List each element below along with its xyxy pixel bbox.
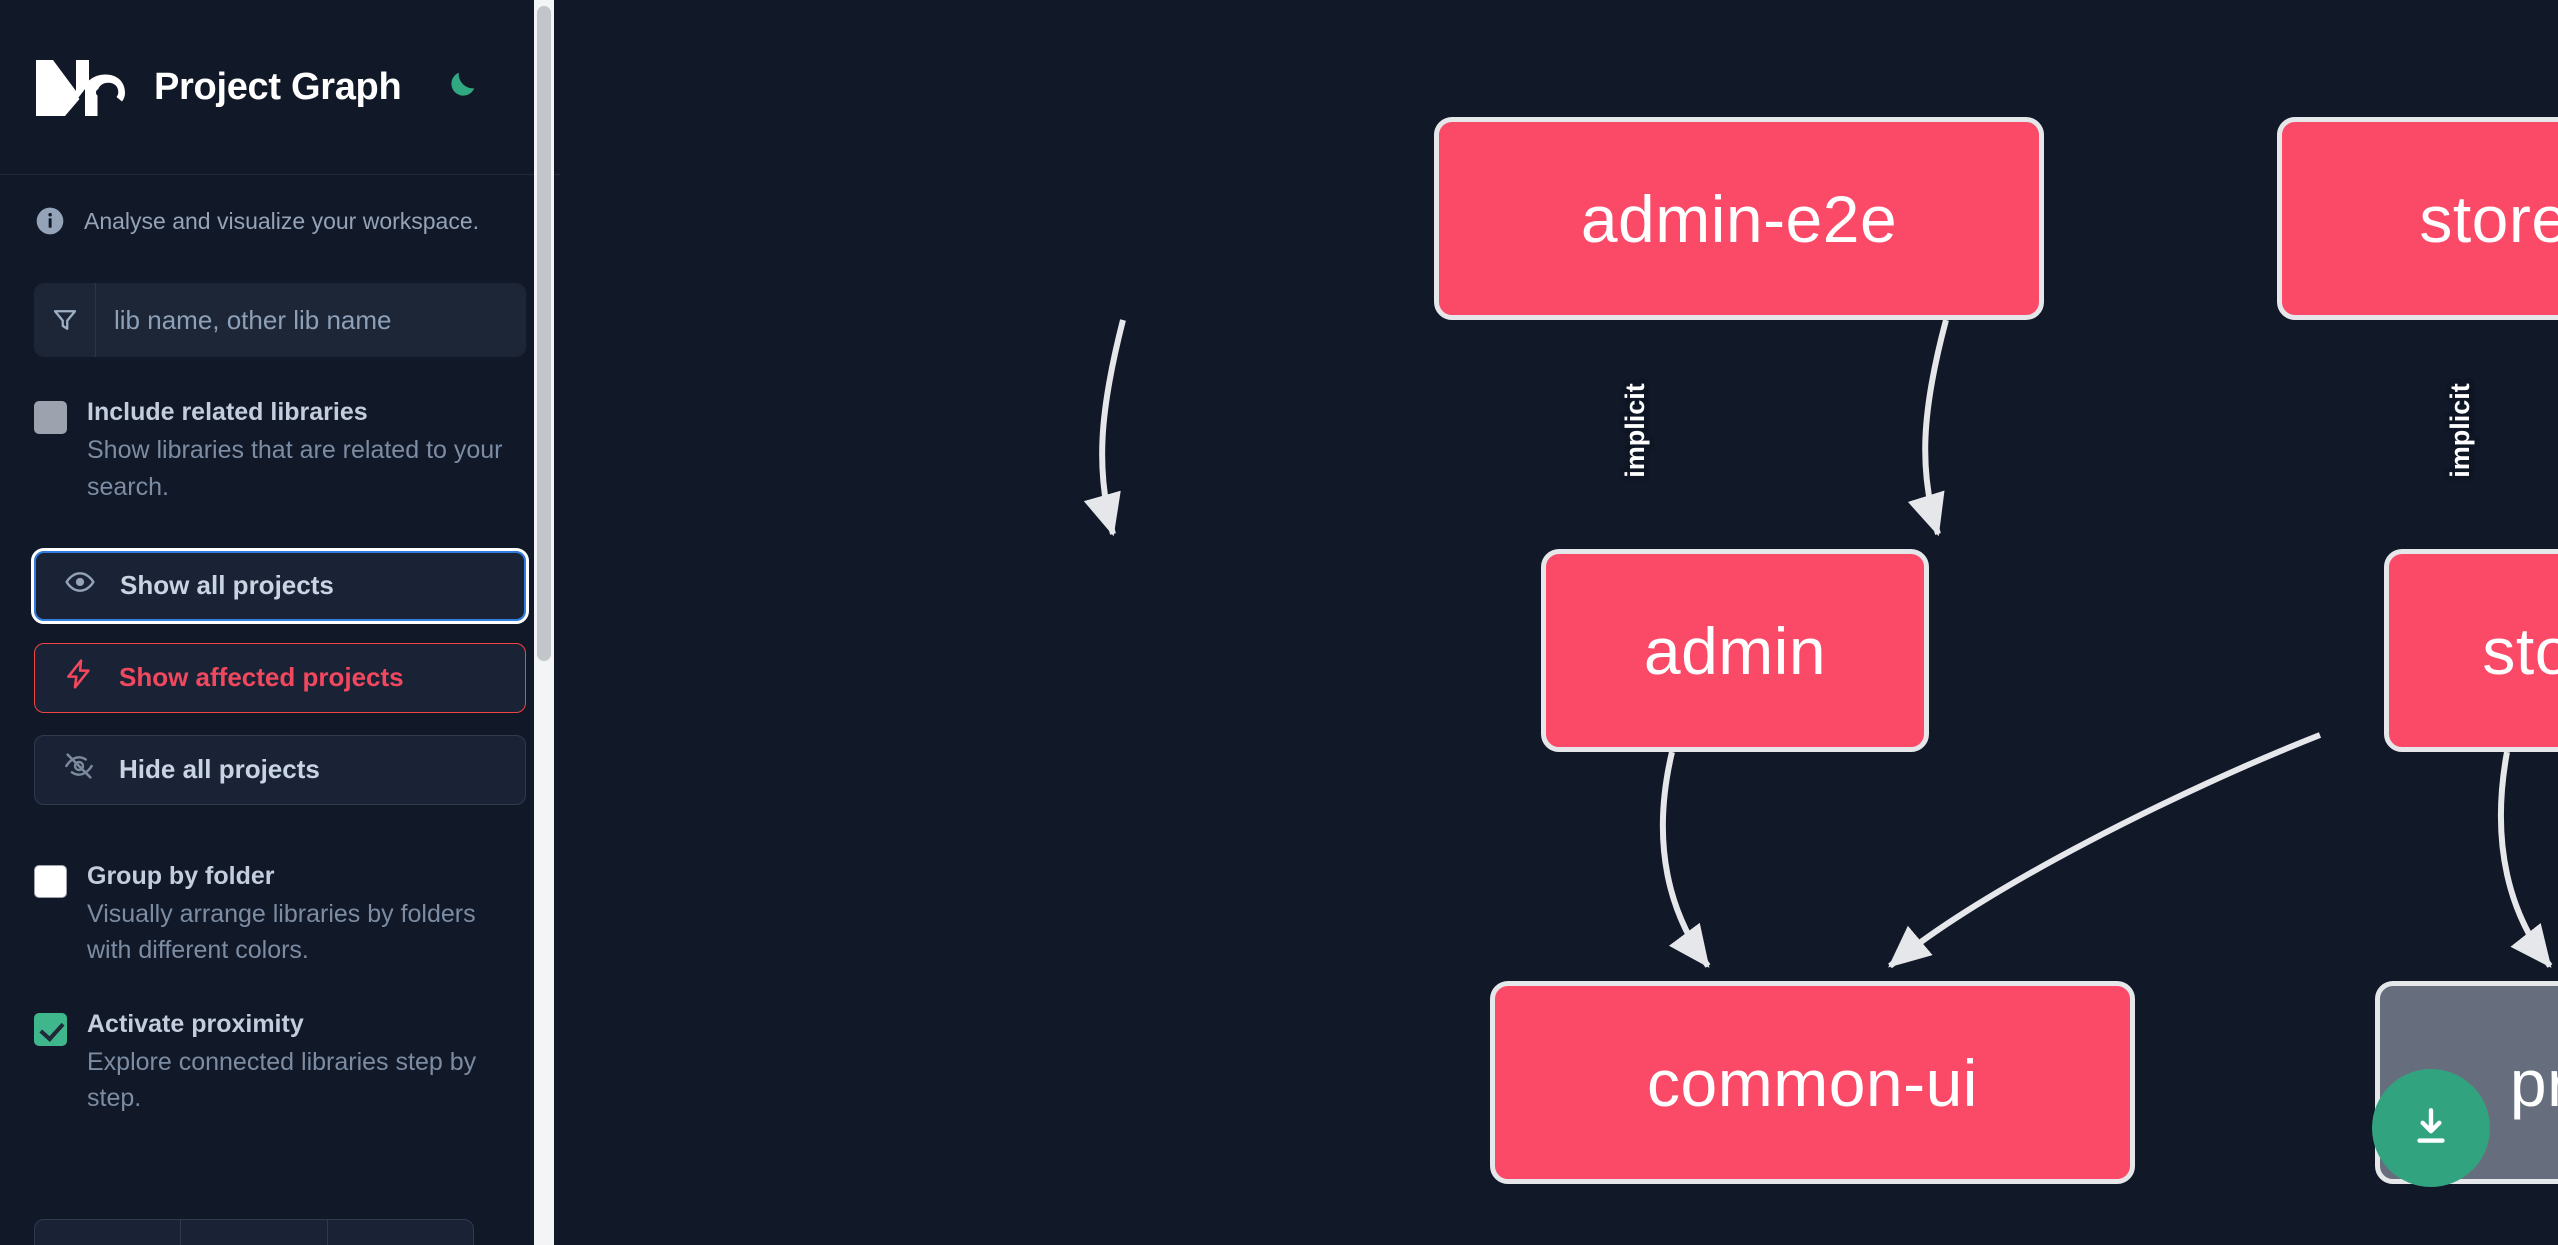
- eye-off-icon: [63, 750, 95, 789]
- node-label: admin-e2e: [1580, 181, 1898, 256]
- sidebar-scrollbar[interactable]: [534, 0, 554, 1245]
- graph-node-admin-e2e[interactable]: admin-e2e: [1434, 117, 2044, 320]
- option-description: Visually arrange libraries by folders wi…: [87, 900, 476, 965]
- node-label: admin: [1643, 613, 1827, 688]
- sidebar-header: Project Graph: [0, 0, 560, 175]
- sidebar-body: Include related libraries Show libraries…: [0, 237, 560, 1116]
- option-description: Explore connected libraries step by step…: [87, 1047, 477, 1112]
- sidebar-scrollbar-thumb[interactable]: [537, 6, 551, 661]
- sidebar: Project Graph Analyse and visualize your…: [0, 0, 560, 1245]
- edge-admin-common-ui: [1659, 751, 1711, 968]
- page-title: Project Graph: [154, 65, 402, 108]
- option-description: Show libraries that are related to your …: [87, 436, 503, 501]
- lightning-icon: [63, 658, 95, 697]
- show-affected-projects-button[interactable]: Show affected projects: [34, 642, 526, 713]
- node-label: store-e2e: [2419, 181, 2558, 256]
- graph-node-admin[interactable]: admin: [1541, 549, 1929, 752]
- include-related-libraries-checkbox[interactable]: [34, 401, 67, 434]
- info-icon: [34, 205, 66, 237]
- show-affected-projects-label: Show affected projects: [119, 662, 404, 693]
- show-all-projects-label: Show all projects: [120, 570, 334, 601]
- tagline-text: Analyse and visualize your workspace.: [84, 207, 480, 234]
- proximity-step-decrease[interactable]: [35, 1220, 182, 1245]
- edge-store-products: [2497, 751, 2553, 968]
- graph-node-store-e2e[interactable]: store-e2e: [2277, 117, 2558, 320]
- group-by-folder-checkbox[interactable]: [34, 864, 67, 898]
- download-icon: [2406, 1102, 2456, 1155]
- workspace-tagline: Analyse and visualize your workspace.: [0, 175, 560, 237]
- proximity-step-increase[interactable]: [328, 1220, 473, 1245]
- edge-store-e2e-store: [1907, 319, 1949, 537]
- option-group-by-folder[interactable]: Group by folder Visually arrange librari…: [34, 861, 526, 969]
- download-image-button[interactable]: [2372, 1069, 2490, 1187]
- show-all-projects-button[interactable]: Show all projects: [31, 547, 529, 624]
- graph-node-store[interactable]: store: [2384, 549, 2558, 752]
- graph-node-common-ui[interactable]: common-ui: [1490, 981, 2135, 1184]
- activate-proximity-checkbox[interactable]: [34, 1012, 67, 1046]
- hide-all-projects-button[interactable]: Hide all projects: [34, 734, 526, 805]
- eye-icon: [64, 566, 96, 605]
- edge-store-common-ui: [1888, 732, 2322, 969]
- moon-icon[interactable]: [437, 64, 483, 110]
- graph-edges: [1083, 319, 2553, 969]
- search-bar[interactable]: [34, 283, 526, 357]
- graph-canvas[interactable]: admin-e2e store-e2e admin store common-u…: [560, 0, 2558, 1245]
- option-label: Group by folder: [87, 861, 275, 890]
- option-include-related-libraries[interactable]: Include related libraries Show libraries…: [34, 397, 526, 505]
- node-label: products: [2509, 1045, 2558, 1120]
- hide-all-projects-label: Hide all projects: [119, 754, 320, 785]
- edge-admin-e2e-admin: [1083, 319, 1126, 537]
- node-label: store: [2482, 613, 2558, 688]
- nx-logo-icon: [34, 56, 126, 118]
- proximity-step-value: [181, 1220, 328, 1245]
- node-label: common-ui: [1647, 1045, 1978, 1120]
- option-label: Activate proximity: [87, 1009, 304, 1038]
- option-activate-proximity[interactable]: Activate proximity Explore connected lib…: [34, 1009, 526, 1117]
- visibility-button-group: Show all projects Show affected projects: [31, 547, 529, 805]
- option-label: Include related libraries: [87, 398, 368, 426]
- filter-icon: [34, 283, 96, 357]
- search-input[interactable]: [96, 283, 526, 357]
- proximity-step-control[interactable]: [34, 1219, 474, 1245]
